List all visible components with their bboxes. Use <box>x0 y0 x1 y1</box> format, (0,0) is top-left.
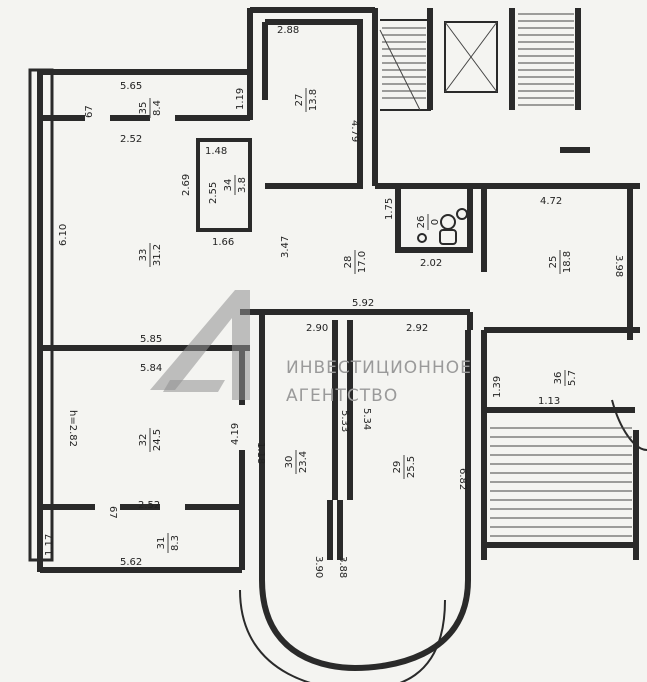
room-area-30: 23.4 <box>298 451 309 473</box>
dim-label: 1.75 <box>384 198 395 220</box>
dim-label: h=2.82 <box>67 410 78 447</box>
dim-label: 1.48 <box>205 146 227 157</box>
room-area-36: 5.7 <box>567 370 578 386</box>
room-area-33: 31.2 <box>152 244 163 266</box>
dim-label: 5.34 <box>361 408 372 430</box>
room-34-box <box>196 138 252 232</box>
room-id-26: 26 <box>416 216 427 229</box>
room-id-27: 27 <box>294 94 305 107</box>
dim-label: 2.02 <box>420 258 442 269</box>
dim-label: 2.88 <box>277 25 299 36</box>
dim-label: 1.17 <box>44 534 55 556</box>
room-id-35: 35 <box>138 102 149 115</box>
dim-label: 6.10 <box>58 224 69 246</box>
room-labels: 35 8.4 34 3.8 33 31.2 27 13.8 28 17.0 26… <box>138 88 578 553</box>
watermark-line1: ИНВЕСТИЦИОННОЕ <box>286 358 472 378</box>
dim-label: 2.52 <box>138 500 160 511</box>
staircase-core <box>379 13 632 537</box>
dim-label: 5.33 <box>339 410 350 432</box>
dim-label: 2.52 <box>120 134 142 145</box>
dim-label: 67 <box>107 506 118 519</box>
dim-label: 5.62 <box>120 557 142 568</box>
room-area-35: 8.4 <box>152 100 163 116</box>
room-area-29: 25.5 <box>406 456 417 478</box>
room-id-32: 32 <box>138 434 149 447</box>
dim-label: 3.90 <box>313 556 324 578</box>
dim-label: 3.98 <box>613 255 624 277</box>
room-id-28: 28 <box>343 256 354 269</box>
room-id-36: 36 <box>553 372 564 385</box>
room-area-34: 3.8 <box>237 177 248 193</box>
room-id-34: 34 <box>223 179 234 192</box>
room-id-29: 29 <box>392 461 403 474</box>
toilet-fixture <box>417 208 468 245</box>
dim-label: 2.90 <box>306 323 328 334</box>
dim-label: 5.85 <box>140 334 162 345</box>
walls <box>28 7 647 682</box>
dim-label: 5.84 <box>140 363 162 374</box>
dimension-labels: 2.88 5.65 1.19 4.79 67 2.52 1.48 2.69 2.… <box>44 25 624 578</box>
dim-label: 6.82 <box>457 468 468 490</box>
dim-label: 3.47 <box>280 236 291 258</box>
dim-label: 1.18 <box>255 442 266 464</box>
dim-label: 4.19 <box>230 423 241 445</box>
room-area-27: 13.8 <box>308 89 319 111</box>
dim-label: 2.69 <box>181 174 192 196</box>
dim-label: 1.19 <box>235 88 246 110</box>
dim-label: 4.72 <box>540 196 562 207</box>
dim-label: 67 <box>84 105 95 118</box>
dim-label: 2.92 <box>406 323 428 334</box>
room-id-33: 33 <box>138 249 149 262</box>
room-area-28: 17.0 <box>357 251 368 273</box>
room-area-26: 0 <box>430 219 441 225</box>
dim-label: 3.88 <box>337 556 348 578</box>
dim-label: 1.39 <box>492 376 503 398</box>
room-id-31: 31 <box>156 537 167 550</box>
room-id-30: 30 <box>284 456 295 469</box>
dim-label: 4.79 <box>349 120 360 142</box>
dim-label: 5.92 <box>352 298 374 309</box>
dim-label: 2.55 <box>208 182 219 204</box>
room-area-25: 18.8 <box>562 251 573 273</box>
watermark-line2: АГЕНТСТВО <box>286 386 398 406</box>
room-id-25: 25 <box>548 256 559 269</box>
room-area-32: 24.5 <box>152 429 163 451</box>
dim-label: 1.66 <box>212 237 234 248</box>
dim-label: 5.65 <box>120 81 142 92</box>
dim-label: 1.13 <box>538 396 560 407</box>
agency-logo: ИНВЕСТИЦИОННОЕ АГЕНТСТВО <box>150 290 472 406</box>
room-area-31: 8.3 <box>170 535 181 551</box>
